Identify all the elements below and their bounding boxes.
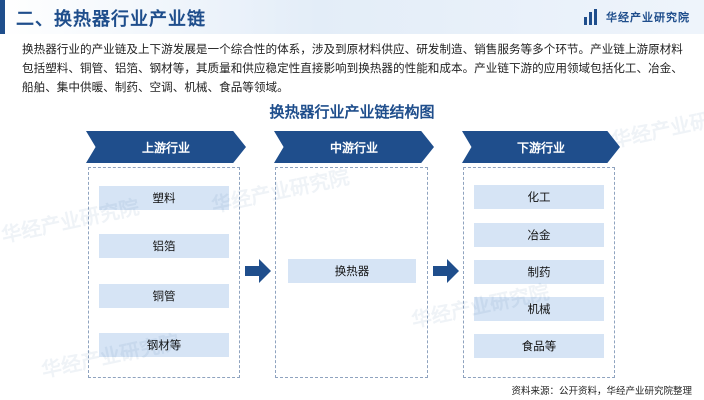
midstream-column: 换热器 [275,167,428,378]
stage-downstream-header: 下游行业 [462,131,620,163]
page-title: 二、换热器行业产业链 [16,9,206,30]
stage-midstream-header: 中游行业 [274,131,434,163]
intro-paragraph: 换热器行业的产业链及上下游发展是一个综合性的体系，涉及到原材料供应、研发制造、销… [22,42,683,94]
downstream-column: 化工 冶金 制药 机械 食品等 [463,167,615,378]
downstream-item-pharmaceutical: 制药 [474,260,604,284]
downstream-item-machinery: 机械 [474,297,604,321]
downstream-item-metallurgy: 冶金 [474,223,604,247]
stage-upstream-header: 上游行业 [86,131,246,163]
downstream-item-chemical: 化工 [474,185,604,209]
header-bar: 二、换热器行业产业链 华经产业研究院 [0,0,704,34]
flow-arrow-right-icon [433,259,459,283]
downstream-item-food: 食品等 [474,334,604,358]
upstream-column: 塑料 铝箔 铜管 钢材等 [88,167,240,378]
diagram-title: 换热器行业产业链结构图 [269,103,435,121]
brand: 华经产业研究院 [584,9,690,25]
midstream-item-heat-exchanger: 换热器 [288,259,416,283]
brand-logo-icon [584,9,600,25]
header-accent-bar [0,0,5,34]
upstream-item-plastic: 塑料 [99,186,229,210]
brand-name: 华经产业研究院 [606,11,690,24]
upstream-item-aluminum-foil: 铝箔 [99,234,229,258]
upstream-item-steel: 钢材等 [99,333,229,357]
source-note: 资料来源：公开资料，华经产业研究院整理 [511,386,692,397]
flow-arrow-right-icon [245,259,271,283]
upstream-item-copper-tube: 铜管 [99,284,229,308]
